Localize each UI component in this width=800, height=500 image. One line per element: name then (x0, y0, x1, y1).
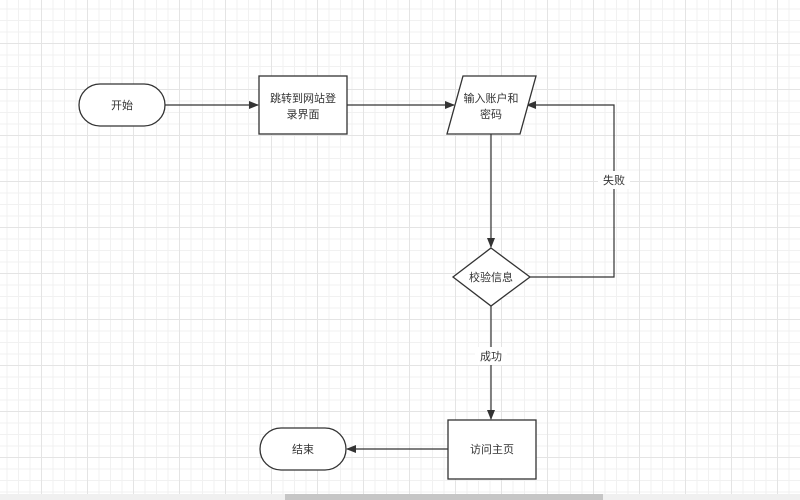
node-goto-login[interactable]: 跳转到网站登 录界面 (258, 75, 348, 135)
edge-verify-fail[interactable] (526, 101, 615, 278)
horizontal-scrollbar[interactable] (0, 494, 800, 500)
node-visit-home[interactable]: 访问主页 (447, 419, 537, 480)
node-input-line2: 密码 (480, 107, 502, 121)
edge-label-success: 成功 (480, 350, 502, 363)
node-end[interactable]: 结束 (259, 427, 347, 471)
node-input-credentials[interactable]: 输入账户和 密码 (446, 75, 537, 135)
node-start-label: 开始 (111, 98, 133, 112)
node-goto-login-line2: 录界面 (287, 108, 320, 121)
node-input-line1: 输入账户和 (464, 91, 519, 105)
node-end-label: 结束 (292, 443, 314, 456)
node-verify-label: 校验信息 (469, 270, 513, 284)
edge-label-fail: 失败 (603, 173, 625, 187)
node-visit-home-label: 访问主页 (470, 443, 514, 456)
scrollbar-thumb[interactable] (285, 494, 603, 500)
node-verify[interactable]: 校验信息 (451, 247, 532, 307)
node-goto-login-line1: 跳转到网站登 (270, 91, 336, 105)
node-start[interactable]: 开始 (78, 83, 166, 127)
